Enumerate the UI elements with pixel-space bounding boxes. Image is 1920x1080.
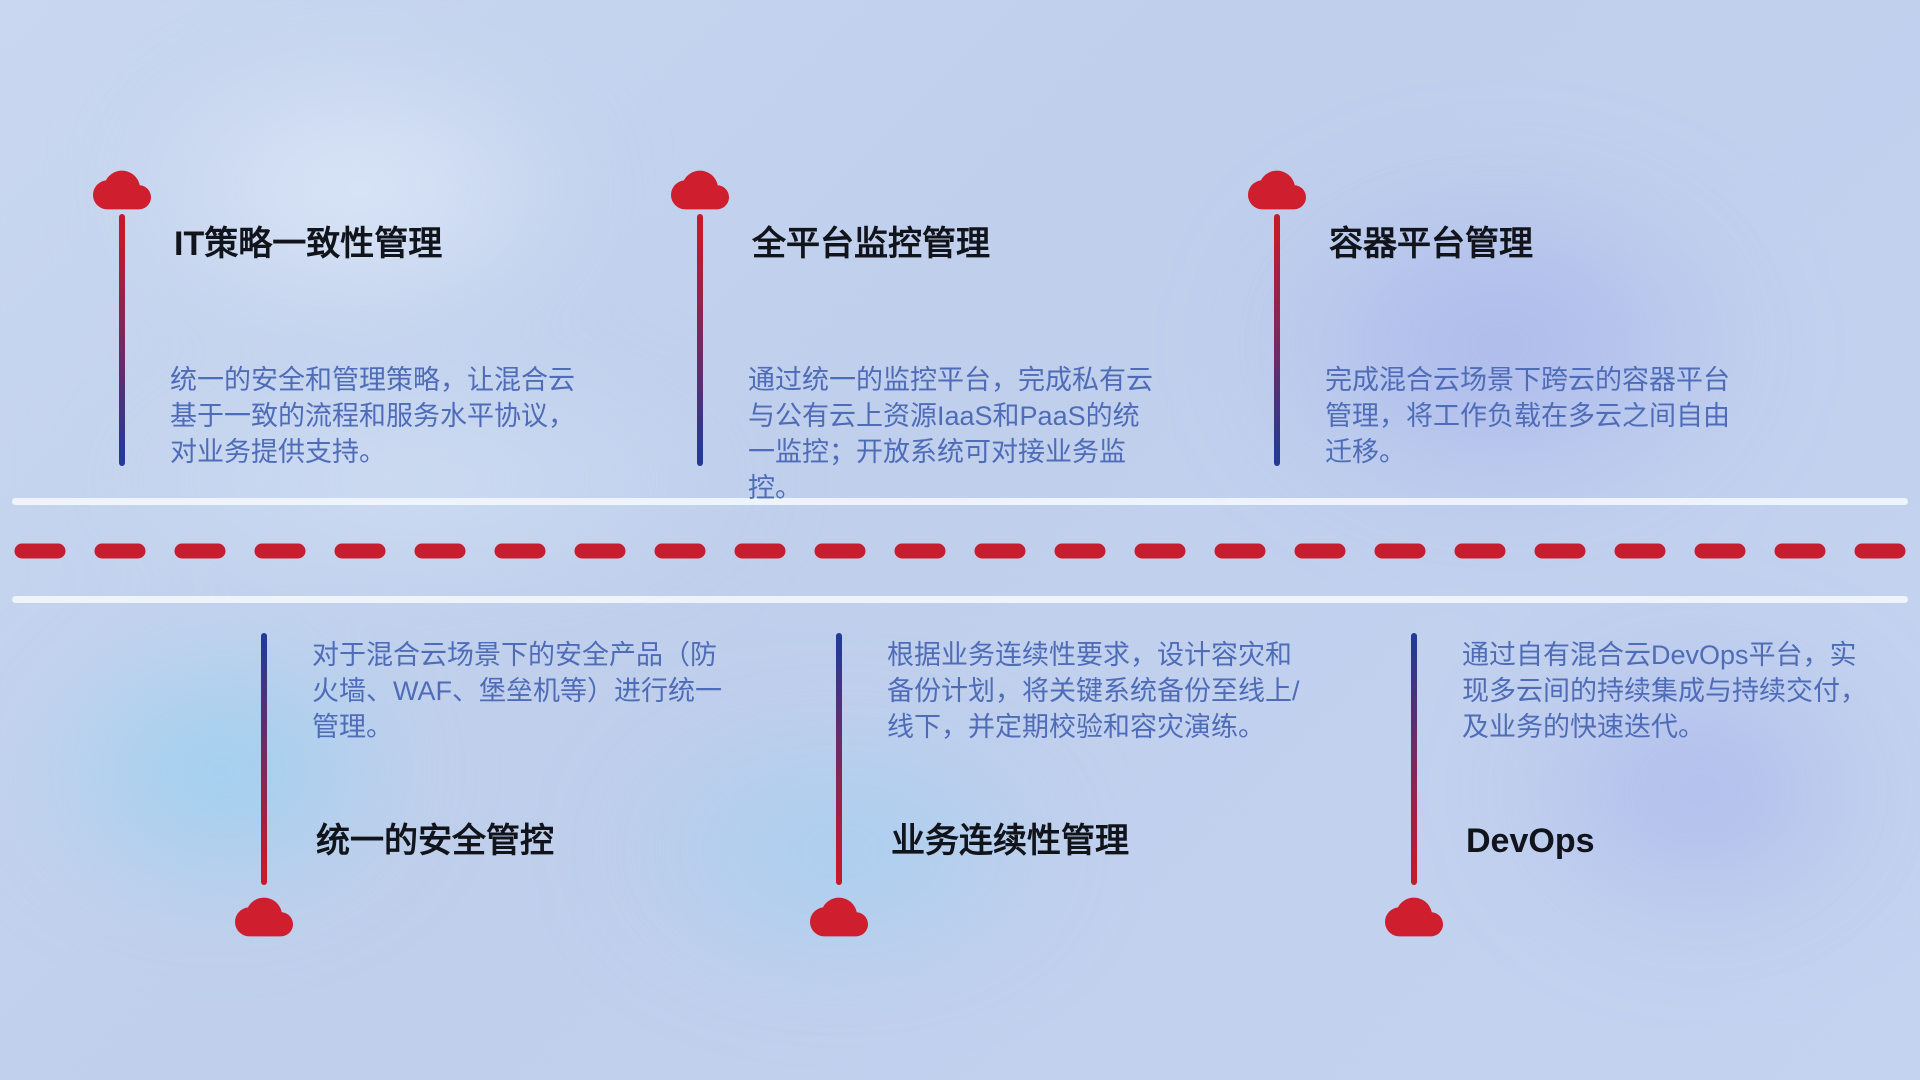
cloud-icon <box>1385 897 1443 937</box>
cloud-icon <box>1248 170 1306 210</box>
feature-item-it-policy: IT策略一致性管理 统一的安全和管理策略，让混合云基于一致的流程和服务水平协议，… <box>93 170 602 467</box>
feature-title: DevOps <box>1466 822 1595 860</box>
divider-line-top <box>12 498 1908 505</box>
feature-title: 容器平台管理 <box>1329 225 1533 263</box>
feature-description: 完成混合云场景下跨云的容器平台管理，将工作负载在多云之间自由迁移。 <box>1325 365 1730 467</box>
feature-item-business-continuity: 根据业务连续性要求，设计容灾和备份计划，将关键系统备份至线上/线下，并定期校验和… <box>810 633 1319 943</box>
cloud-icon <box>810 897 868 937</box>
feature-description: 通过统一的监控平台，完成私有云与公有云上资源IaaS和PaaS的统一监控；开放系… <box>748 365 1153 503</box>
feature-item-security-control: 对于混合云场景下的安全产品（防火墙、WAF、堡垒机等）进行统一管理。 统一的安全… <box>235 633 744 943</box>
feature-description: 统一的安全和管理策略，让混合云基于一致的流程和服务水平协议，对业务提供支持。 <box>170 365 575 467</box>
feature-title: 全平台监控管理 <box>752 225 990 263</box>
feature-title: 统一的安全管控 <box>316 822 554 860</box>
feature-item-container-platform: 容器平台管理 完成混合云场景下跨云的容器平台管理，将工作负载在多云之间自由迁移。 <box>1248 170 1757 467</box>
feature-title: 业务连续性管理 <box>891 822 1129 860</box>
feature-item-devops: 通过自有混合云DevOps平台，实现多云间的持续集成与持续交付，及业务的快速迭代… <box>1385 633 1894 943</box>
timeline-pin <box>261 633 267 885</box>
timeline-pin <box>1274 214 1280 466</box>
feature-title: IT策略一致性管理 <box>174 225 443 263</box>
feature-item-monitoring: 全平台监控管理 通过统一的监控平台，完成私有云与公有云上资源IaaS和PaaS的… <box>671 170 1180 503</box>
feature-description: 通过自有混合云DevOps平台，实现多云间的持续集成与持续交付，及业务的快速迭代… <box>1462 640 1867 742</box>
cloud-icon <box>235 897 293 937</box>
feature-description: 根据业务连续性要求，设计容灾和备份计划，将关键系统备份至线上/线下，并定期校验和… <box>887 640 1300 742</box>
divider-dashed-line <box>14 543 1906 559</box>
feature-description: 对于混合云场景下的安全产品（防火墙、WAF、堡垒机等）进行统一管理。 <box>312 640 722 742</box>
timeline-pin <box>697 214 703 466</box>
timeline-pin <box>119 214 125 466</box>
divider-line-bottom <box>12 596 1908 603</box>
timeline-pin <box>1411 633 1417 885</box>
timeline-pin <box>836 633 842 885</box>
cloud-icon <box>93 170 151 210</box>
cloud-icon <box>671 170 729 210</box>
